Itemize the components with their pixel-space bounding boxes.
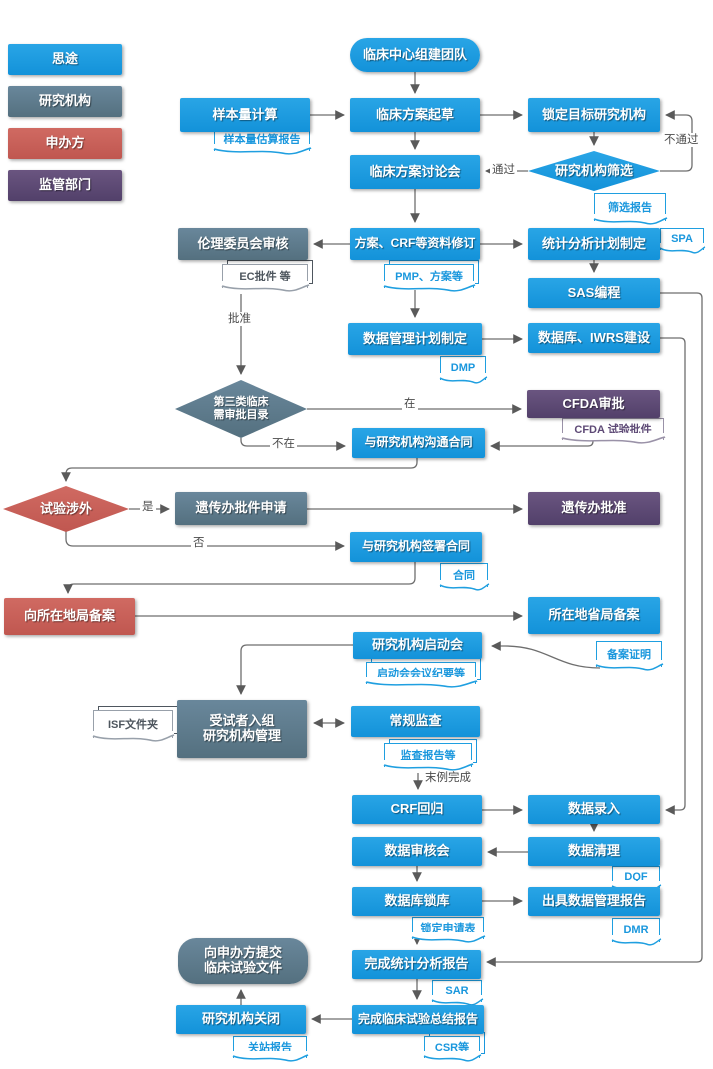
node-ethics-review: 伦理委员会审核 xyxy=(178,228,308,260)
edge-label-in-catalog: 在 xyxy=(402,397,418,411)
doc-sar: SAR xyxy=(431,980,483,1006)
node-clinical-summary-report: 完成临床试验总结报告 xyxy=(352,1005,484,1034)
node-data-review-meeting: 数据审核会 xyxy=(352,837,482,866)
node-data-mgmt-plan: 数据管理计划制定 xyxy=(348,323,482,355)
node-sign-contract: 与研究机构签署合同 xyxy=(350,532,482,562)
document-wave-edge xyxy=(423,1051,481,1062)
node-provincial-bureau-filing: 所在地省局备案 xyxy=(528,597,660,634)
node-stat-analysis-plan: 统计分析计划制定 xyxy=(528,228,660,260)
node-team-building: 临床中心组建团队 xyxy=(350,38,480,72)
node-database-iwrs-build: 数据库、IWRS建设 xyxy=(528,323,660,353)
node-submit-trial-documents: 向申办方提交 临床试验文件 xyxy=(178,938,308,984)
doc-monitoring-reports: 监查报告等 xyxy=(383,739,477,771)
node-local-bureau-filing: 向所在地局备案 xyxy=(4,598,135,635)
node-sample-size-calc: 样本量计算 xyxy=(180,98,310,132)
node-cfda-approval: CFDA审批 xyxy=(527,390,660,418)
node-data-cleaning: 数据清理 xyxy=(528,837,660,866)
doc-filing-certificate: 备案证明 xyxy=(595,641,663,671)
node-site-kickoff-meeting: 研究机构启动会 xyxy=(353,632,482,659)
node-genetic-office-application: 遗传办批件申请 xyxy=(175,492,307,525)
node-protocol-crf-revision: 方案、CRF等资料修订 xyxy=(350,228,480,260)
document-wave-edge xyxy=(431,995,483,1006)
document-wave-edge xyxy=(595,660,663,671)
edge-label-yes: 是 xyxy=(140,500,156,514)
doc-kickoff-minutes: 启动会会议纪要等 xyxy=(364,658,481,688)
doc-dmp: DMP xyxy=(439,356,487,384)
document-wave-edge xyxy=(364,677,478,688)
node-contract-communication: 与研究机构沟通合同 xyxy=(352,428,485,458)
doc-dmr: DMR xyxy=(611,918,661,946)
document-wave-edge xyxy=(232,1051,308,1062)
doc-cfda-trial-approval: CFDA 试验批件 xyxy=(560,418,666,444)
doc-csr: CSR等 xyxy=(423,1032,485,1062)
doc-dqf: DQF xyxy=(611,866,661,892)
doc-site-close-report: 关站报告 xyxy=(232,1036,308,1062)
edge-label-fail: 不通过 xyxy=(662,133,701,147)
doc-screening-report: 筛选报告 xyxy=(593,193,667,225)
node-crf-return: CRF回归 xyxy=(352,795,482,824)
document-wave-edge xyxy=(383,760,473,771)
node-protocol-discussion: 临床方案讨论会 xyxy=(350,155,480,189)
document-wave-edge xyxy=(560,433,666,444)
document-wave-edge xyxy=(611,935,661,946)
document-wave-edge xyxy=(439,580,489,591)
document-wave-edge xyxy=(213,144,312,155)
legend-situ: 思途 xyxy=(8,44,122,75)
node-lock-target-orgs: 锁定目标研究机构 xyxy=(528,98,660,132)
document-wave-edge xyxy=(593,214,667,225)
document-wave-edge xyxy=(439,373,487,384)
legend-regulator: 监管部门 xyxy=(8,170,122,201)
document-wave-edge xyxy=(659,243,705,254)
document-wave-edge xyxy=(221,281,309,292)
edge-label-pass: 通过 xyxy=(490,163,517,177)
doc-lock-application-form: 锁定申请表 xyxy=(411,917,485,943)
doc-contract: 合同 xyxy=(439,563,489,591)
edge-label-no: 否 xyxy=(191,536,207,550)
legend-sponsor: 申办方 xyxy=(8,128,122,159)
node-protocol-draft: 临床方案起草 xyxy=(350,98,480,132)
node-site-closure: 研究机构关闭 xyxy=(176,1005,306,1034)
edge-label-approved: 批准 xyxy=(226,312,253,326)
node-data-mgmt-report: 出具数据管理报告 xyxy=(528,887,660,916)
node-routine-monitoring: 常规监查 xyxy=(351,706,480,737)
doc-ec-approval: EC批件 等 xyxy=(221,260,313,292)
node-sas-programming: SAS编程 xyxy=(528,278,660,308)
edge-label-not-in-catalog: 不在 xyxy=(270,437,297,451)
doc-isf-folder: ISF文件夹 xyxy=(92,706,178,742)
node-database-lock: 数据库锁库 xyxy=(352,887,482,916)
document-wave-edge xyxy=(92,731,174,742)
document-wave-edge xyxy=(411,932,485,943)
node-genetic-office-approval: 遗传办批准 xyxy=(528,492,660,525)
node-stat-analysis-report: 完成统计分析报告 xyxy=(352,950,481,979)
node-enrollment-site-management: 受试者入组 研究机构管理 xyxy=(177,700,307,758)
doc-spa: SPA xyxy=(659,228,705,254)
node-data-entry: 数据录入 xyxy=(528,795,660,824)
document-wave-edge xyxy=(383,281,475,292)
edge-label-last-case-done: 末例完成 xyxy=(423,771,473,785)
legend-research-org: 研究机构 xyxy=(8,86,122,117)
doc-pmp-protocol: PMP、方案等 xyxy=(383,260,479,292)
